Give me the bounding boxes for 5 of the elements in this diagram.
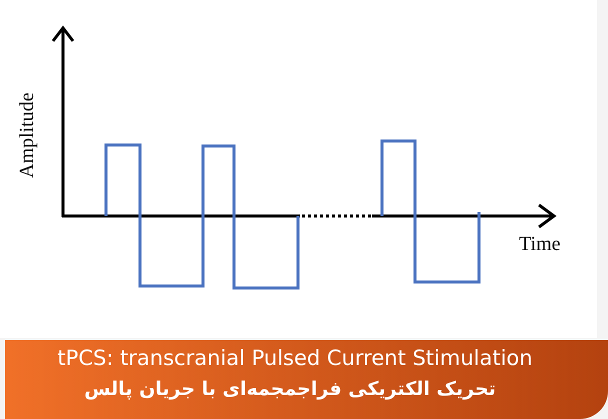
banner-subtitle: تحریک الکتریکی فراجمجمه‌ای با جریان پالس: [83, 378, 497, 400]
banner-title: tPCS: transcranial Pulsed Current Stimulation: [56, 346, 534, 370]
axis-label: Amplitude: [16, 92, 39, 178]
title-banner: [5, 340, 608, 419]
axis-label: Time: [519, 233, 561, 256]
